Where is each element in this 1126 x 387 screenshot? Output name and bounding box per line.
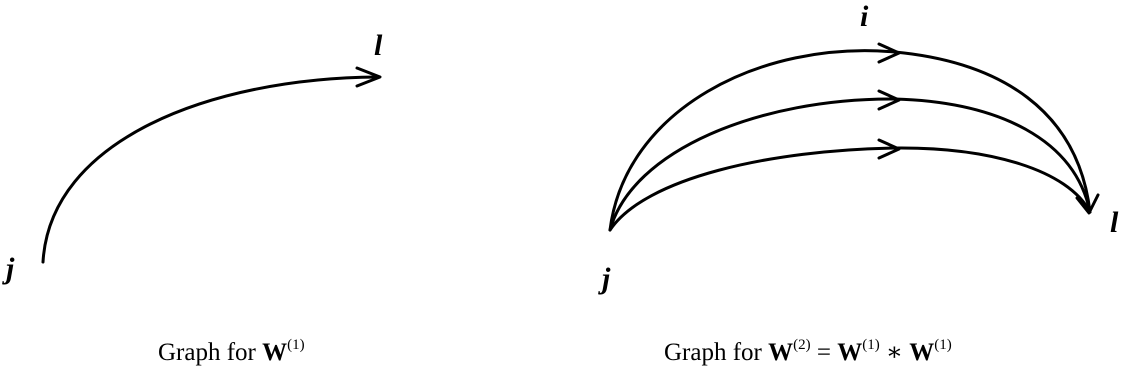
node-label-l-right: l [1110, 206, 1119, 239]
edge-j-to-l-top [608, 49, 1092, 232]
node-label-j-left: j [2, 252, 15, 285]
right-graph: i j l [598, 0, 1119, 295]
factor1-matrix-symbol: W [837, 339, 863, 366]
arrowhead-top-path [877, 42, 901, 64]
result-matrix-symbol: W [768, 339, 794, 366]
caption-prefix: Graph for [664, 339, 769, 366]
caption-prefix: Graph for [158, 339, 263, 366]
node-label-j-right: j [598, 262, 611, 295]
factor1-matrix-power: (1) [862, 337, 880, 353]
node-label-l-left: l [374, 29, 383, 62]
matrix-symbol: W [262, 339, 288, 366]
caption-right-graph: Graph for W(2) = W(1) ∗ W(1) [664, 337, 952, 366]
left-graph: j l [2, 29, 383, 285]
edge-j-to-l-bottom [608, 146, 1092, 232]
edge-j-to-l [41, 75, 380, 264]
matrix-power: (1) [287, 337, 305, 353]
times-operator: ∗ [879, 339, 910, 366]
result-matrix-power: (2) [793, 337, 811, 353]
node-label-i: i [860, 0, 869, 33]
arrowhead-j-to-l [355, 66, 382, 88]
arrowhead-into-l [1075, 193, 1100, 215]
factor2-matrix-symbol: W [909, 339, 935, 366]
factor2-matrix-power: (1) [934, 337, 952, 353]
arrowhead-middle-path [877, 89, 901, 111]
caption-left-graph: Graph for W(1) [158, 337, 305, 366]
equals-sign: = [810, 339, 838, 366]
arrowhead-bottom-path [877, 138, 901, 160]
